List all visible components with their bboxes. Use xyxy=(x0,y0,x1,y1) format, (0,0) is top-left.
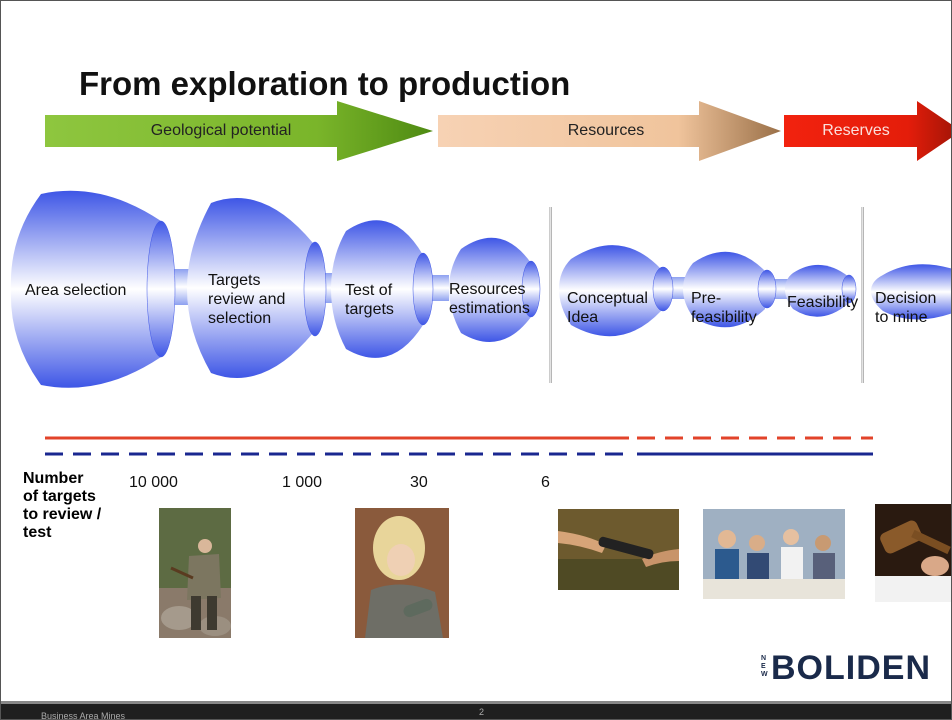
photo-woman-core xyxy=(355,508,449,638)
boliden-logo: BOLIDEN xyxy=(771,649,931,687)
stage-label-feasibility: Feasibility xyxy=(787,294,859,311)
funnel-pre-feasibility xyxy=(683,251,789,328)
phase-label-reserves: Reserves xyxy=(822,122,890,139)
count-value-2: 1 000 xyxy=(282,474,323,491)
count-value-1: 10 000 xyxy=(129,474,178,491)
stage-label-area-selection: Area selection xyxy=(25,282,127,299)
footer-text: Business Area Mines xyxy=(41,711,126,720)
phase-label-resources: Resources xyxy=(567,122,645,139)
timeline-lines xyxy=(45,436,873,456)
count-heading: Number of targets to review / test xyxy=(23,470,102,541)
footer-bar: Business Area Mines 2 xyxy=(1,701,951,720)
funnel-test-of-targets xyxy=(331,220,449,358)
phase-arrow-geological xyxy=(45,101,433,161)
funnel-resources-estimations xyxy=(449,237,541,342)
phase-arrow-reserves xyxy=(784,101,951,161)
stage-label-pre-feasibility: Pre-feasibility xyxy=(691,290,757,326)
photo-hands-instrument xyxy=(558,509,679,590)
photo-team-meeting xyxy=(703,509,845,599)
funnel-targets-review xyxy=(187,198,343,378)
page-title: From exploration to production xyxy=(79,65,571,102)
photo-geologist xyxy=(159,508,231,638)
page-number: 2 xyxy=(479,707,485,717)
funnel-diagram xyxy=(10,190,951,388)
phase-arrows xyxy=(45,101,951,161)
count-value-4: 6 xyxy=(541,474,550,491)
funnel-feasibility xyxy=(785,264,857,317)
phase-label-geological: Geological potential xyxy=(150,122,292,139)
separator-line-2 xyxy=(861,207,864,383)
phase-arrow-resources xyxy=(438,101,781,161)
count-value-3: 30 xyxy=(410,474,428,491)
funnel-area-selection xyxy=(10,190,201,388)
photo-gavel xyxy=(875,504,951,602)
separator-line-1 xyxy=(549,207,552,383)
funnel-decision-to-mine xyxy=(871,264,951,320)
